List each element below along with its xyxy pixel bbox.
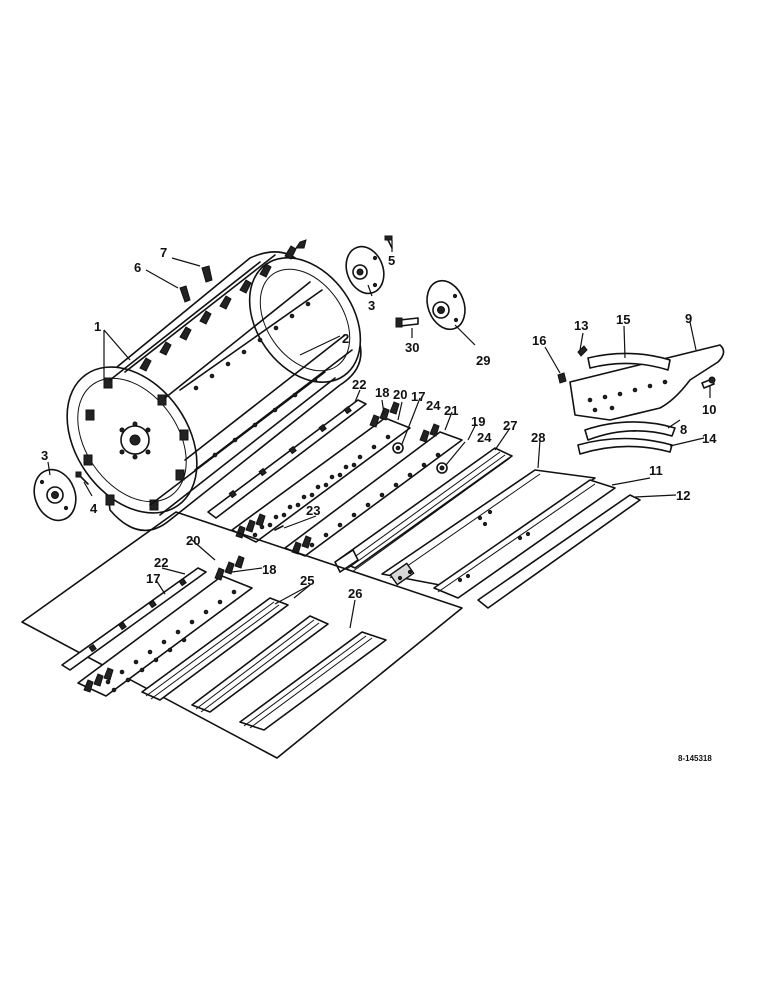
bolt-23 xyxy=(274,525,284,531)
bolt-5 xyxy=(384,235,393,249)
callout-18-inset: 18 xyxy=(262,562,276,577)
perforated-bar-17-upper xyxy=(231,401,411,543)
bolt-10 xyxy=(701,376,716,389)
callout-5: 5 xyxy=(388,253,395,268)
callout-11: 11 xyxy=(649,463,663,478)
callout-20-upper: 20 xyxy=(393,387,407,402)
callout-16: 16 xyxy=(532,333,546,348)
callout-30: 30 xyxy=(405,340,419,355)
concave-strip-14 xyxy=(577,437,673,455)
rasp-tooth-7 xyxy=(201,265,213,283)
callout-22-inset: 22 xyxy=(154,555,168,570)
callout-20-inset: 20 xyxy=(186,533,200,548)
callout-8: 8 xyxy=(680,422,687,437)
hub-3-lower xyxy=(33,468,77,522)
channel-28 xyxy=(381,469,596,586)
leader-lines xyxy=(47,240,711,629)
hub-bolt-holes xyxy=(119,421,151,460)
alternate-parts-inset xyxy=(21,511,463,759)
bar-perforations xyxy=(193,301,318,458)
concave-side-sheet-9 xyxy=(569,344,725,421)
callout-29: 29 xyxy=(476,353,490,368)
callout-15: 15 xyxy=(616,312,630,327)
figure-reference-code: 8-145318 xyxy=(678,754,712,763)
concave-strip-15 xyxy=(587,352,671,371)
callout-17-inset: 17 xyxy=(146,571,160,586)
callout-12: 12 xyxy=(676,488,690,503)
rasp-bars xyxy=(109,254,353,516)
callout-24-lower: 24 xyxy=(477,430,492,445)
rasp-tooth-6 xyxy=(179,285,191,303)
hub-29 xyxy=(426,279,466,331)
callout-28: 28 xyxy=(531,430,545,445)
callout-17-upper: 17 xyxy=(411,389,425,404)
disc-lugs xyxy=(83,377,189,511)
callout-26: 26 xyxy=(348,586,362,601)
hub-3-upper xyxy=(345,245,385,295)
callout-14: 14 xyxy=(702,431,717,446)
bolt-30 xyxy=(395,317,419,328)
channel-11 xyxy=(433,479,616,599)
callout-2: 2 xyxy=(342,331,349,346)
rotor-cylinder xyxy=(66,239,362,532)
callout-3-lower: 3 xyxy=(41,448,48,463)
callout-1: 1 xyxy=(94,319,101,334)
rasp-bar-22-upper xyxy=(207,399,367,519)
callout-23: 23 xyxy=(306,503,320,518)
callout-7: 7 xyxy=(160,245,167,260)
callout-9: 9 xyxy=(685,311,692,326)
callout-19: 19 xyxy=(471,414,485,429)
callout-13: 13 xyxy=(574,318,588,333)
callout-24-upper: 24 xyxy=(426,398,441,413)
clip-13 xyxy=(577,345,588,357)
callout-21: 21 xyxy=(444,403,458,418)
callout-6: 6 xyxy=(134,260,141,275)
callout-18-upper: 18 xyxy=(375,385,389,400)
clip-16 xyxy=(557,372,567,384)
pin-4 xyxy=(75,471,89,485)
callout-10: 10 xyxy=(702,402,716,417)
callout-27: 27 xyxy=(503,418,517,433)
washer-24-upper xyxy=(392,442,404,454)
callout-labels: 7 6 1 5 3 2 30 29 3 4 13 15 9 16 10 8 14… xyxy=(41,245,717,763)
callout-25: 25 xyxy=(300,573,314,588)
concave-strip-8 xyxy=(584,421,676,441)
callout-3-upper: 3 xyxy=(368,298,375,313)
washer-24-lower xyxy=(436,462,448,474)
rasp-teeth xyxy=(139,239,307,372)
callout-22-upper: 22 xyxy=(352,377,366,392)
callout-4: 4 xyxy=(90,501,98,516)
plate-12 xyxy=(477,494,641,609)
bar-bundle-27 xyxy=(334,447,513,573)
